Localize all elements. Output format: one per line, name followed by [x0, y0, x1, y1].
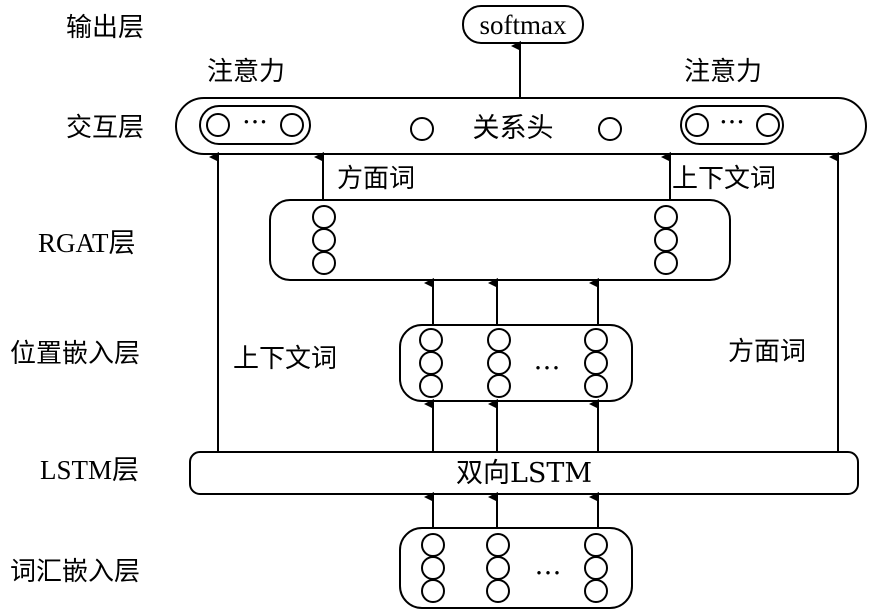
- vocab-node: [584, 579, 608, 603]
- vocab-node: [486, 579, 510, 603]
- layer-label-output: 输出层: [66, 13, 144, 43]
- attention-node: [280, 113, 304, 137]
- position-node: [419, 374, 443, 398]
- vocab-node: [421, 533, 445, 557]
- vocab-layer-box: [399, 527, 633, 609]
- layer-label-vocab: 词汇嵌入层: [10, 557, 140, 587]
- vocab-node: [584, 556, 608, 580]
- rgat-layer-box: [269, 199, 731, 281]
- rgat-node: [312, 228, 336, 252]
- relation-node-left: [410, 117, 434, 141]
- attention-node: [756, 113, 780, 137]
- softmax-label: softmax: [480, 10, 567, 40]
- aspect-word-label-rgat: 方面词: [337, 164, 415, 194]
- attention-group-right: [680, 105, 784, 145]
- bilstm-box: [189, 451, 859, 495]
- attention-node: [685, 113, 709, 137]
- context-word-label-rgat: 上下文词: [672, 164, 776, 194]
- rgat-node: [312, 205, 336, 229]
- attention-label-right: 注意力: [684, 57, 762, 87]
- attention-ellipsis-left: ···: [242, 107, 268, 138]
- position-node: [487, 351, 511, 375]
- layer-label-rgat: RGAT层: [38, 228, 136, 258]
- attention-ellipsis-right: ···: [719, 107, 745, 138]
- position-node: [419, 328, 443, 352]
- relation-head-label: 关系头: [473, 113, 554, 144]
- context-word-label-side: 上下文词: [233, 344, 337, 374]
- aspect-word-label-side: 方面词: [728, 337, 806, 367]
- position-ellipsis: …: [534, 345, 561, 376]
- attention-node: [206, 113, 230, 137]
- relation-node-right: [598, 117, 622, 141]
- rgat-node: [654, 228, 678, 252]
- position-node: [487, 374, 511, 398]
- attention-group-left: [199, 105, 311, 145]
- vocab-node: [486, 533, 510, 557]
- position-node: [584, 328, 608, 352]
- bilstm-label: 双向LSTM: [456, 458, 592, 489]
- layer-label-position: 位置嵌入层: [10, 339, 140, 369]
- position-node: [584, 351, 608, 375]
- vocab-node: [421, 556, 445, 580]
- vocab-node: [421, 579, 445, 603]
- rgat-node: [654, 251, 678, 275]
- vocab-node: [486, 556, 510, 580]
- position-layer-box: [399, 324, 633, 402]
- vocab-node: [584, 533, 608, 557]
- vocab-ellipsis: …: [535, 550, 562, 581]
- attention-label-left: 注意力: [207, 57, 285, 87]
- position-node: [584, 374, 608, 398]
- layer-label-interaction: 交互层: [66, 113, 144, 143]
- softmax-box: [462, 5, 584, 44]
- rgat-node: [312, 251, 336, 275]
- layer-label-lstm: LSTM层: [40, 455, 139, 485]
- rgat-node: [654, 205, 678, 229]
- position-node: [419, 351, 443, 375]
- position-node: [487, 328, 511, 352]
